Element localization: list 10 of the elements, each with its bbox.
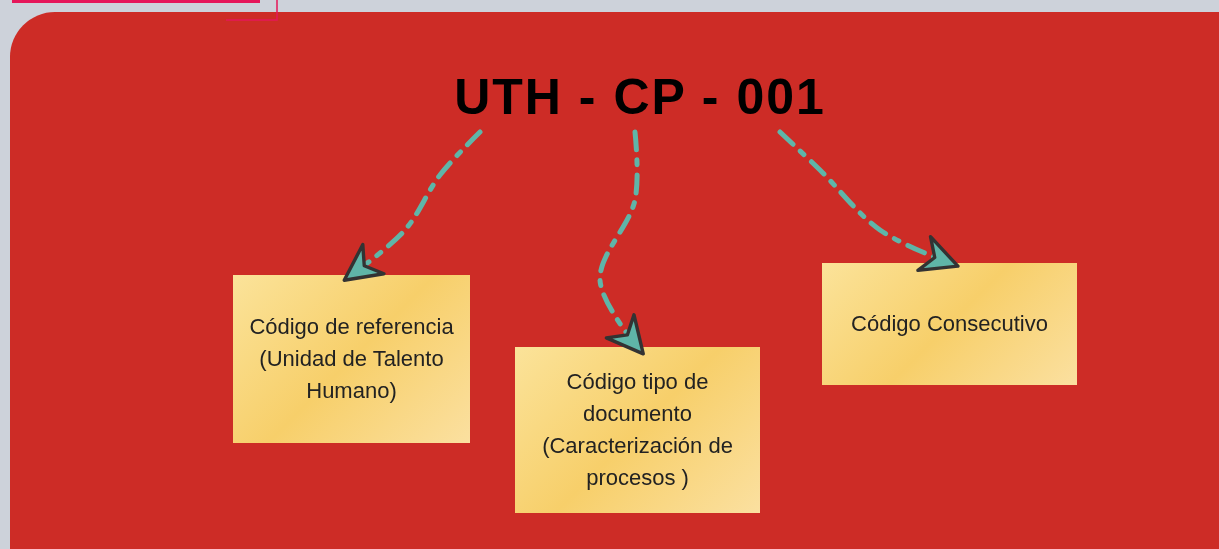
code-part-box xyxy=(233,275,470,443)
dashed-arrow xyxy=(597,129,645,356)
box-text: Código tipo de documento (Caracterización de procesos ) xyxy=(541,368,734,492)
code-part-box xyxy=(822,263,1077,385)
dashed-arrow xyxy=(342,129,483,282)
dashed-arrow xyxy=(777,129,960,272)
code-part-box xyxy=(515,347,760,513)
box-text: Código Consecutivo xyxy=(851,310,1048,339)
box-text: Código de referencia (Unidad de Talento Humano) xyxy=(248,313,455,405)
code-heading: UTH - CP - 001 xyxy=(455,62,825,132)
